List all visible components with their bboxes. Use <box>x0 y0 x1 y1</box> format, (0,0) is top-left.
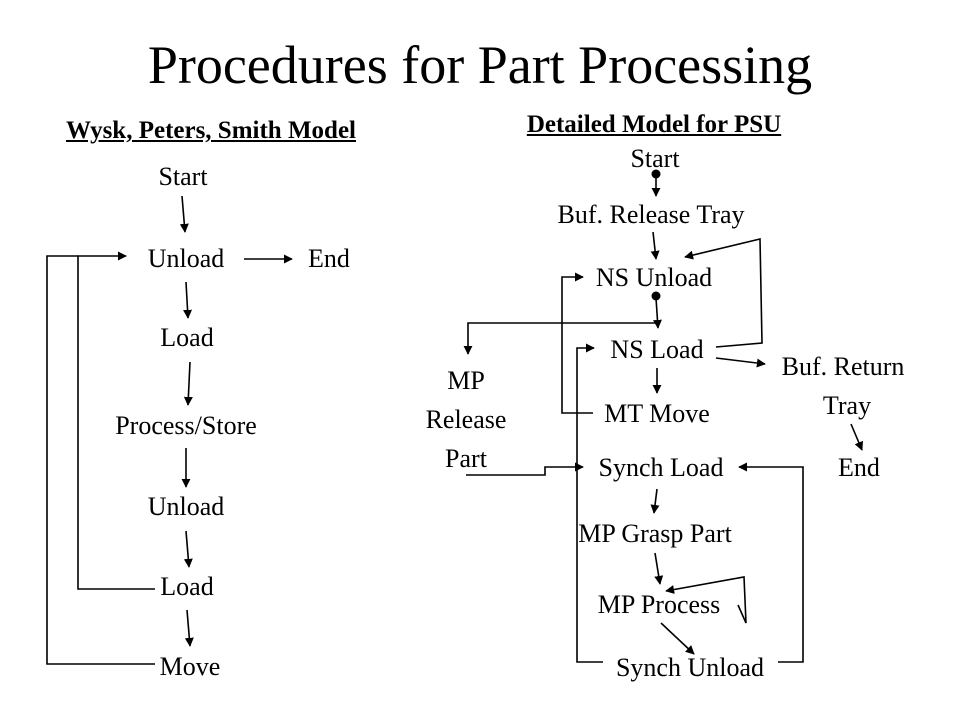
arrow-ns-unload-to-ns-load <box>652 297 662 329</box>
left-node-unload: Unload <box>147 244 225 273</box>
right-node-mp-grasp-part: MP Grasp Part <box>578 519 732 548</box>
arrow-buf-return-to-end <box>850 423 863 451</box>
left-node-end: End <box>308 244 350 273</box>
arrow-buf-release-to-ns-unload <box>650 231 660 260</box>
right-node-buf-return-tray-line1: Buf. Return <box>781 352 905 381</box>
loop-mp-process-self <box>665 576 747 624</box>
arrow-unload-to-load <box>183 281 193 319</box>
left-node-process-store: Process/Store <box>115 411 257 440</box>
loop-synch-unload-to-ns-load <box>576 343 603 663</box>
right-node-ns-unload: NS Unload <box>595 263 713 292</box>
loop-ns-load-to-ns-unload <box>684 237 763 348</box>
left-node-load-2: Load <box>160 572 214 601</box>
dot-start <box>651 169 661 179</box>
right-node-ns-load: NS Load <box>610 335 704 364</box>
loop-load2-to-unload <box>77 251 155 590</box>
left-node-load: Load <box>160 323 214 352</box>
right-node-start: Start <box>630 144 680 173</box>
page-title: Procedures for Part Processing <box>147 35 813 95</box>
arrow-synch-load-to-grasp <box>650 488 660 514</box>
right-node-mt-move: MT Move <box>604 399 710 428</box>
arrow-grasp-to-mp-process <box>654 552 664 585</box>
right-node-mp-release-part-line3: Part <box>445 444 487 473</box>
arrow-unload-to-load2 <box>183 530 193 568</box>
arrow-to-mp-release <box>463 322 656 355</box>
dot-ns-unload <box>651 291 661 301</box>
arrow-start-to-unload <box>179 195 189 233</box>
right-node-end: End <box>838 453 880 482</box>
right-node-buf-return-tray-line2: Tray <box>822 391 872 420</box>
arrow-load2-to-move <box>184 609 194 647</box>
right-node-mp-release-part-line2: Release <box>425 405 507 434</box>
right-node-mp-process: MP Process <box>597 590 721 619</box>
right-node-mp-release-part-line1: MP <box>447 366 485 395</box>
arrow-ns-load-to-buf-return <box>715 357 766 368</box>
loop-move-to-unload <box>46 255 155 665</box>
arrow-load-to-process <box>183 361 193 406</box>
left-node-start: Start <box>158 162 208 191</box>
left-node-move: Move <box>159 652 221 681</box>
loop-synch-unload-to-synch-load <box>738 462 804 663</box>
arrow-mp-release-to-synch-load <box>466 462 584 476</box>
right-node-buf-release-tray: Buf. Release Tray <box>557 200 745 229</box>
left-model-heading: Wysk, Peters, Smith Model <box>65 117 357 144</box>
right-node-synch-unload: Synch Unload <box>615 653 765 682</box>
arrow-mp-process-to-synch-unload <box>660 622 695 655</box>
right-model-heading: Detailed Model for PSU <box>526 111 782 138</box>
left-node-unload-2: Unload <box>147 492 225 521</box>
right-node-synch-load: Synch Load <box>598 453 724 482</box>
